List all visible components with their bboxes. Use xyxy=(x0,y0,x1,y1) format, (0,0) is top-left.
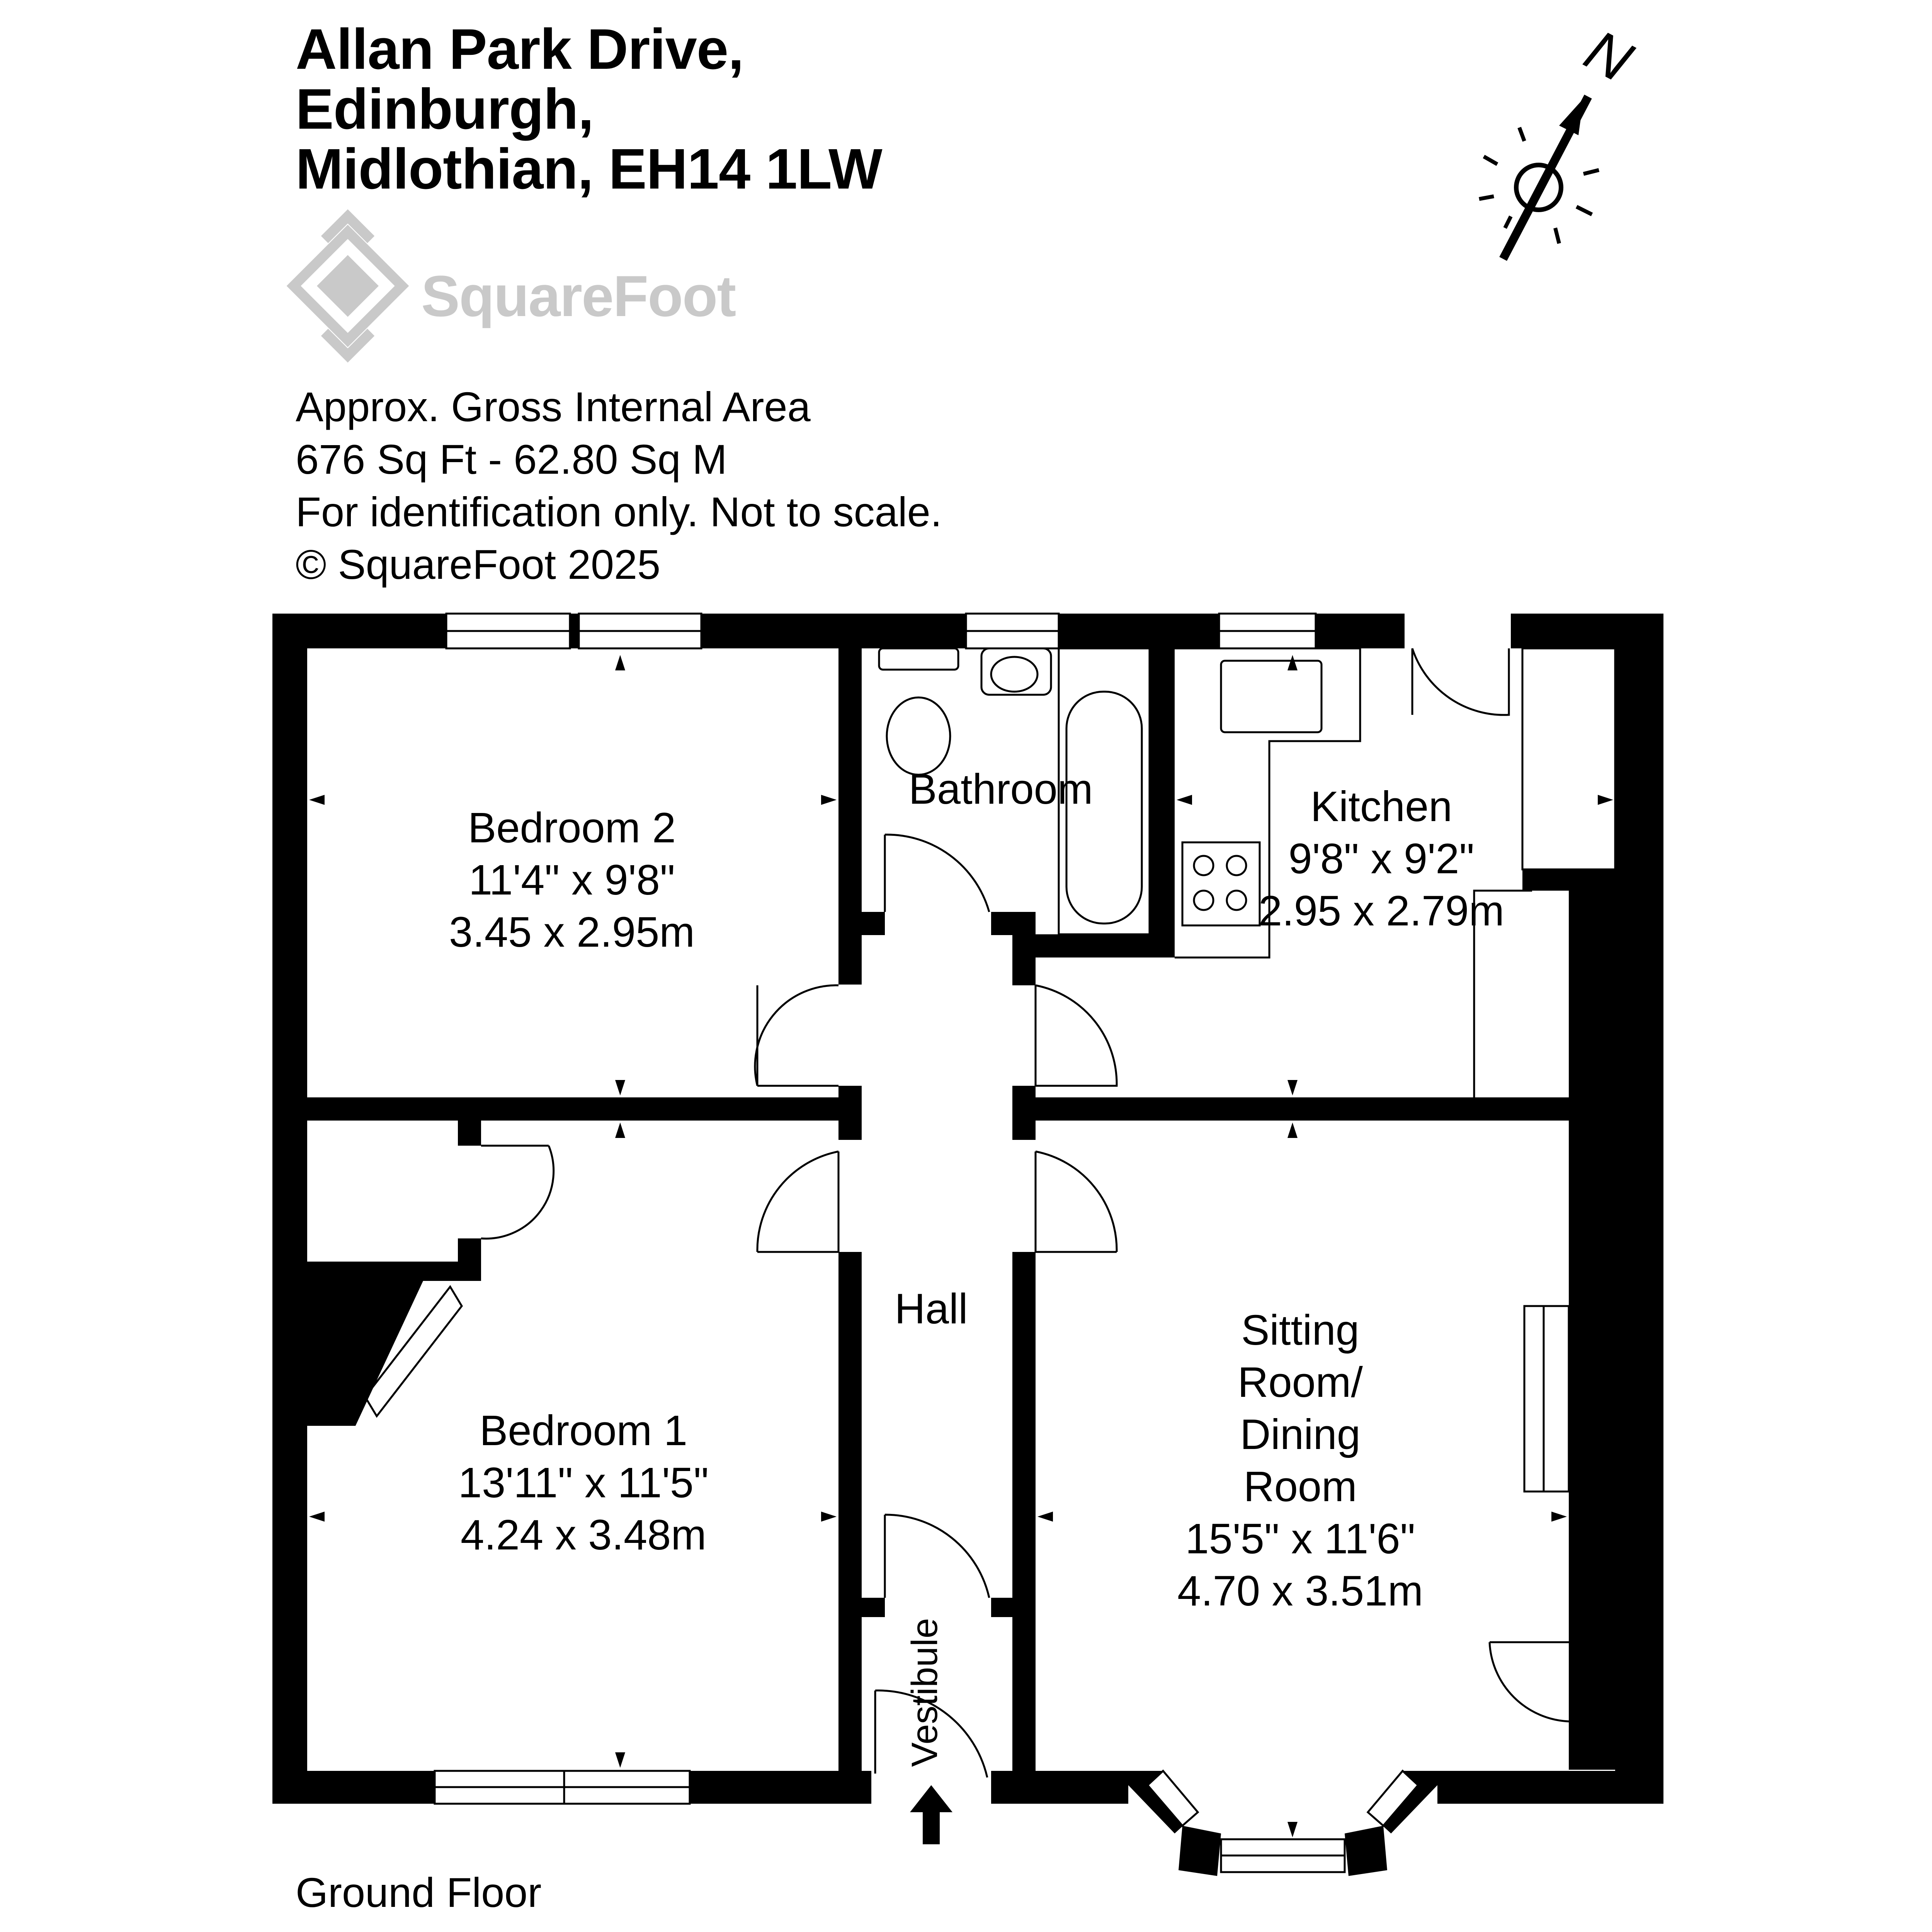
bedroom1-metric: 4.24 x 3.48m xyxy=(461,1511,706,1559)
bedroom1-name: Bedroom 1 xyxy=(480,1407,687,1454)
sitting-imperial: 15'5" x 11'6" xyxy=(1185,1515,1415,1563)
walls xyxy=(272,614,1663,1876)
address-block: Allan Park Drive, Edinburgh, Midlothian,… xyxy=(296,17,883,201)
bedroom2-imperial: 11'4" x 9'8" xyxy=(469,856,675,904)
kitchen-name: Kitchen xyxy=(1311,783,1452,830)
address-line-1: Allan Park Drive, xyxy=(296,17,744,81)
brand-logo-icon xyxy=(286,209,409,363)
room-labels: Bedroom 2 11'4" x 9'8" 3.45 x 2.95m Bath… xyxy=(449,765,1504,1767)
hall-name: Hall xyxy=(895,1285,968,1333)
info-block: Approx. Gross Internal Area 676 Sq Ft - … xyxy=(296,381,942,591)
sitting-name-1: Sitting xyxy=(1241,1306,1359,1354)
dimension-markers xyxy=(309,655,1613,1837)
compass-icon xyxy=(1479,94,1600,261)
fixtures xyxy=(364,647,1616,1493)
brand-name: SquareFoot xyxy=(421,264,736,328)
sitting-metric: 4.70 x 3.51m xyxy=(1177,1567,1423,1615)
bedroom1-imperial: 13'11" x 11'5" xyxy=(458,1459,709,1507)
area-value: 676 Sq Ft - 62.80 Sq M xyxy=(296,436,727,483)
sitting-name-3: Dining xyxy=(1240,1411,1361,1458)
bathroom-name: Bathroom xyxy=(909,765,1093,813)
windows xyxy=(434,612,1420,1873)
address-line-3: Midlothian, EH14 1LW xyxy=(296,137,883,201)
address-line-2: Edinburgh, xyxy=(296,77,594,141)
compass-label: N xyxy=(1575,17,1643,94)
kitchen-metric: 2.95 x 2.79m xyxy=(1259,887,1504,935)
copyright: © SquareFoot 2025 xyxy=(296,541,661,588)
bedroom2-metric: 3.45 x 2.95m xyxy=(449,908,695,956)
disclaimer: For identification only. Not to scale. xyxy=(296,488,942,535)
floor-label: Ground Floor xyxy=(296,1869,542,1916)
kitchen-imperial: 9'8" x 9'2" xyxy=(1289,835,1475,883)
sitting-name-2: Room/ xyxy=(1238,1359,1363,1406)
entrance-arrow-icon xyxy=(910,1785,952,1844)
bedroom2-name: Bedroom 2 xyxy=(468,804,676,852)
area-label: Approx. Gross Internal Area xyxy=(296,383,811,430)
doors xyxy=(481,648,1569,1778)
sitting-name-4: Room xyxy=(1243,1463,1357,1510)
vestibule-name: Vestibule xyxy=(904,1618,945,1767)
